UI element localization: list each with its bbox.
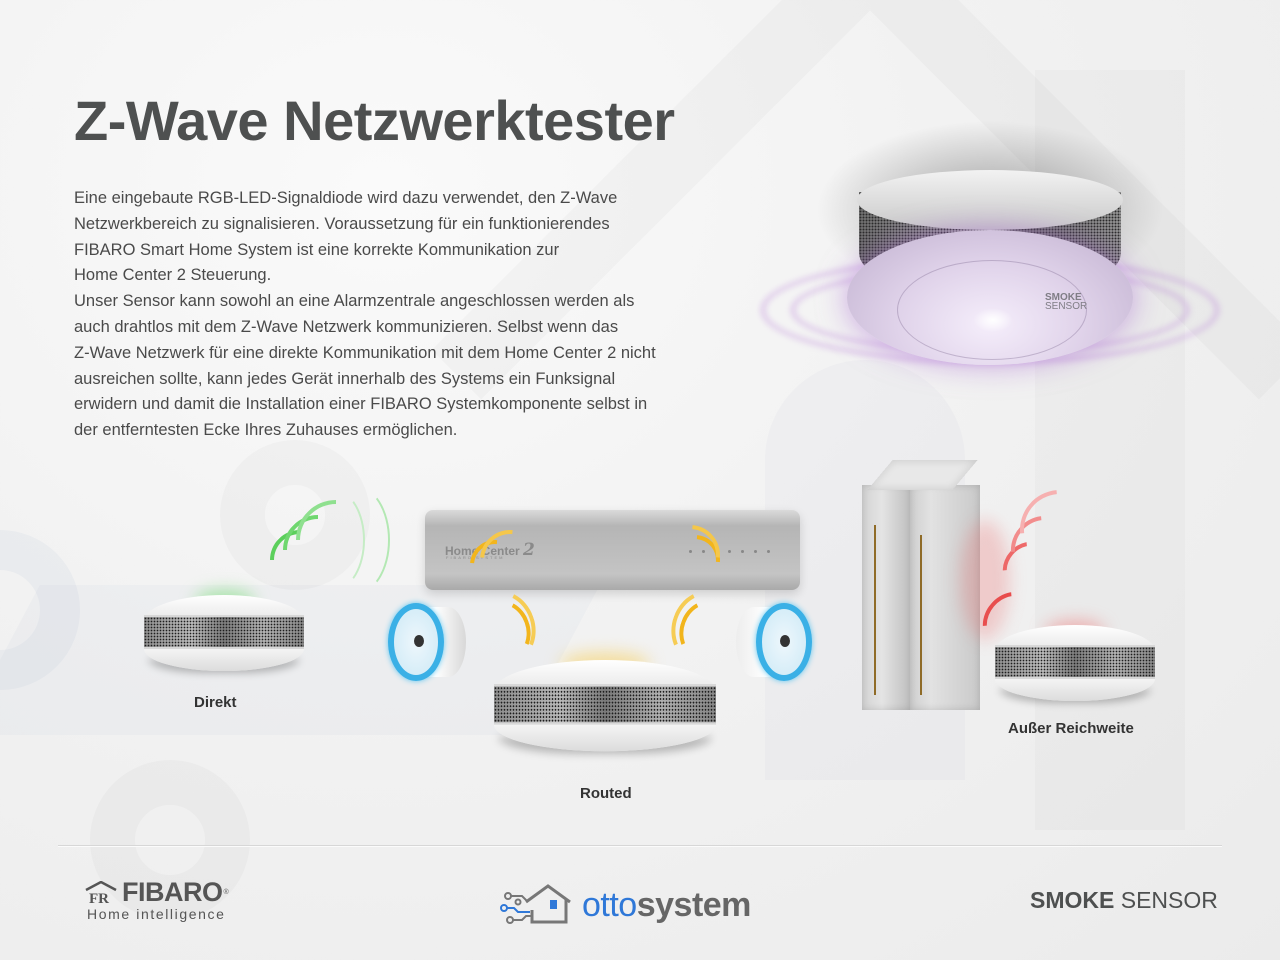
plug-socket-hole <box>780 635 790 647</box>
scenario-label-direct: Direkt <box>194 694 237 711</box>
plug-socket-hole <box>414 635 424 647</box>
puck-bottom <box>995 679 1155 701</box>
description-line: der entferntesten Ecke Ihres Zuhauses er… <box>74 421 458 440</box>
description-line: Z-Wave Netzwerk für eine direkte Kommuni… <box>74 343 656 362</box>
description-text: Eine eingebaute RGB-LED-Signaldiode wird… <box>74 186 714 444</box>
status-leds <box>689 550 770 553</box>
smoke-sensor-routed-image <box>494 660 716 780</box>
scenario-label-routed: Routed <box>580 785 632 802</box>
led-glow-red <box>960 520 1010 640</box>
concrete-wall-image <box>910 485 980 710</box>
puck-mesh <box>144 615 304 649</box>
wall-plug-left-image <box>388 603 466 683</box>
hero-brand-line2: SENSOR <box>1045 301 1088 312</box>
product-name: SMOKE SENSOR <box>1030 887 1218 914</box>
description-line: Unser Sensor kann sowohl an eine Alarmze… <box>74 292 635 311</box>
hero-rim <box>857 170 1123 230</box>
product-name-regular: SENSOR <box>1120 887 1218 913</box>
smoke-sensor-direct-image <box>144 595 304 671</box>
rebar <box>920 535 922 695</box>
home-center-logo-text: Home Center <box>445 544 520 558</box>
concrete-wall-image <box>862 485 912 710</box>
description-line: Netzwerkbereich zu signalisieren. Voraus… <box>74 214 610 233</box>
hero-brand-line1: SMOKE <box>1045 292 1082 303</box>
page-title: Z-Wave Netzwerktester <box>74 89 675 152</box>
puck-mesh <box>494 684 716 725</box>
puck-bottom <box>144 649 304 671</box>
description-line: FIBARO Smart Home System ist eine korrek… <box>74 240 560 259</box>
hero-brand-text: SMOKE SENSOR <box>1045 292 1088 312</box>
smoke-sensor-out-of-range-image <box>995 625 1155 701</box>
ottosystem-logo: ottosystem <box>500 882 751 928</box>
description-line: erwidern und damit die Installation eine… <box>74 395 648 414</box>
registered-mark: ® <box>223 889 229 896</box>
background-node-watermark <box>0 530 80 690</box>
puck-bottom <box>494 724 716 752</box>
home-center-logo-number: 2 <box>523 540 535 560</box>
ottosystem-wordmark: ottosystem <box>582 886 751 925</box>
hero-smoke-sensor-image: SMOKE SENSOR <box>815 120 1165 365</box>
home-center-subtext: FIBARO SYSTEM <box>446 555 505 560</box>
signal-wave-green-icon <box>320 485 390 595</box>
scenario-label-out-of-range: Außer Reichweite <box>1008 720 1134 737</box>
wall-plug-right-image <box>736 603 812 683</box>
led-light-icon <box>973 308 1013 332</box>
ottosystem-part2: system <box>636 885 752 924</box>
footer-divider <box>58 845 1222 847</box>
description-line: Home Center 2 Steuerung. <box>74 266 272 285</box>
hero-inner-ring <box>897 260 1087 360</box>
svg-text:FR: FR <box>89 891 109 905</box>
fibaro-tagline: Home intelligence <box>87 906 226 922</box>
puck-mesh <box>995 645 1155 679</box>
home-center-2-image: Home Center 2 FIBARO SYSTEM <box>425 510 800 590</box>
home-center-logo: Home Center 2 <box>445 540 535 560</box>
product-name-bold: SMOKE <box>1030 887 1115 913</box>
description-line: Eine eingebaute RGB-LED-Signaldiode wird… <box>74 189 618 207</box>
signal-wave-green-icon <box>305 490 365 590</box>
ottosystem-part1: otto <box>582 885 637 924</box>
rebar <box>874 525 876 695</box>
fibaro-logo: FR FIBARO ® Home intelligence <box>84 877 229 922</box>
description-line: ausreichen sollte, kann jedes Gerät inne… <box>74 369 616 388</box>
fibaro-name: FIBARO <box>122 877 223 907</box>
ottosystem-circuit-house-icon <box>500 884 571 924</box>
fibaro-house-icon: FR <box>85 880 117 905</box>
description-line: auch drahtlos mit dem Z-Wave Netzwerk ko… <box>74 317 619 336</box>
